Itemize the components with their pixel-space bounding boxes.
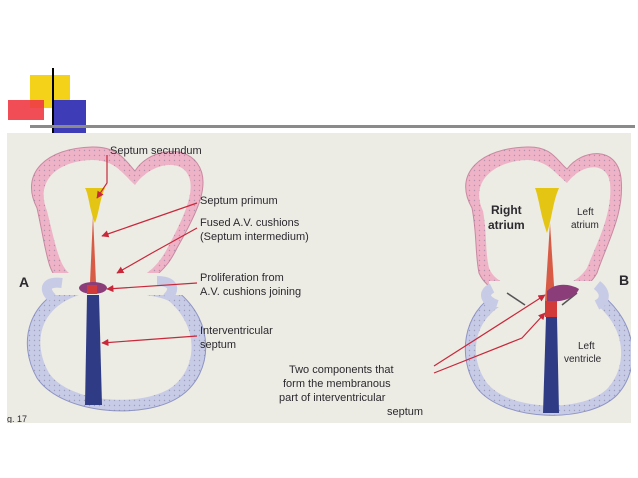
- label-proliferation-line2: A.V. cushions joining: [200, 286, 301, 298]
- arrow-proliferation: [106, 282, 198, 293]
- diagram-a-atrium-cavity: [43, 160, 191, 280]
- label-proliferation-line1: Proliferation from: [200, 272, 284, 284]
- diagram-a-ventricle-cavity: [40, 292, 192, 400]
- label-two-components-line3: part of interventricular: [279, 392, 386, 404]
- label-septum-primum: Septum primum: [200, 195, 278, 207]
- deco-vertical-line: [52, 68, 54, 133]
- label-two-components-line2: form the membranous: [283, 378, 391, 390]
- label-left-ventricle-line2: ventricle: [564, 354, 602, 365]
- diagram-b-av-cushions: [547, 284, 579, 302]
- deco-horizontal-line: [30, 125, 635, 128]
- label-right-atrium-line2: atrium: [488, 218, 525, 232]
- diagram-b-septum-secundum: [535, 188, 559, 233]
- diagram-a-letter: A: [19, 274, 29, 290]
- diagram-b-letter: B: [619, 272, 629, 288]
- heart-septation-diagram: A Septum secundum Septum primum Fused A.…: [7, 145, 631, 423]
- arrow-septum-primum: [101, 202, 198, 238]
- label-fused-av-line1: Fused A.V. cushions: [200, 217, 300, 229]
- label-left-atrium-line1: Left: [577, 207, 594, 218]
- arrow-two-components-upper: [433, 294, 546, 367]
- label-two-components-line4: septum: [387, 406, 423, 418]
- textbook-figure-photo: A Septum secundum Septum primum Fused A.…: [7, 133, 631, 423]
- label-right-atrium-line1: Right: [491, 203, 522, 217]
- arrow-interventricular: [101, 335, 198, 347]
- label-interventricular-line2: septum: [200, 339, 236, 351]
- diagram-a-interventricular-septum: [85, 295, 102, 405]
- label-left-ventricle-line1: Left: [578, 341, 595, 352]
- caption-fragment: ig. 17: [7, 414, 27, 423]
- label-septum-secundum: Septum secundum: [110, 145, 202, 157]
- arrow-fused-av: [116, 227, 198, 274]
- label-two-components-line1: Two components that: [289, 364, 394, 376]
- arrow-septum-secundum: [96, 155, 108, 199]
- deco-red-square: [8, 100, 44, 120]
- diagram-a: A Septum secundum Septum primum Fused A.…: [19, 145, 309, 412]
- label-fused-av-line2: (Septum intermedium): [200, 231, 309, 243]
- deco-blue-square: [52, 100, 86, 134]
- label-left-atrium-line2: atrium: [571, 220, 599, 231]
- diagram-b-septum-primum: [545, 223, 555, 301]
- diagram-b-interventricular-septum: [543, 317, 559, 413]
- label-interventricular-line1: Interventricular: [200, 325, 273, 337]
- diagram-a-septum-primum: [90, 215, 96, 283]
- arrow-two-components-lower: [433, 312, 546, 374]
- diagram-b: B Right atrium Left atrium Left ventricl…: [279, 146, 631, 418]
